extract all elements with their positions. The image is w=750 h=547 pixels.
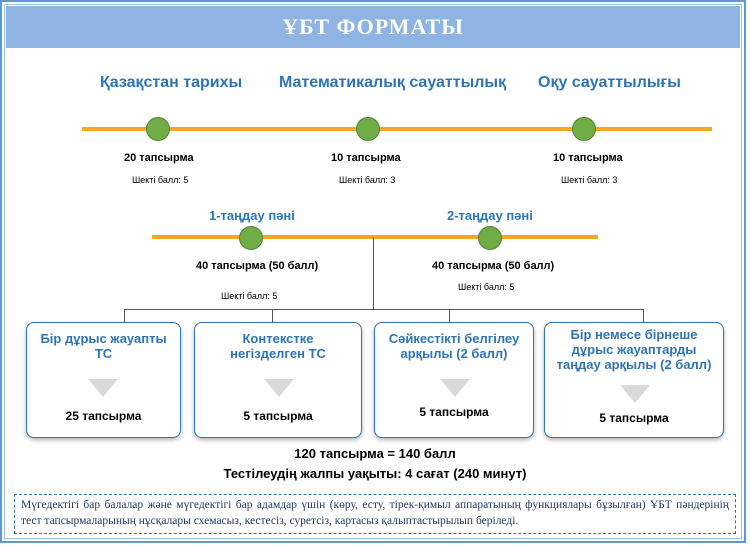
math-literacy-threshold: Шекті балл: 3 — [339, 175, 396, 185]
task-type-context-based: Контекстке негізделген ТС 5 тапсырма — [194, 322, 362, 438]
choice-1-tasks: 40 тапсырма (50 балл) — [196, 260, 319, 272]
connector-drop-3 — [449, 309, 450, 322]
down-triangle-icon — [440, 379, 470, 397]
node-reading-literacy — [572, 117, 596, 141]
node-choice-2 — [478, 226, 502, 250]
subject-history: Қазақстан тарихы — [100, 74, 243, 91]
connector-drop-2 — [272, 309, 273, 322]
timeline-mandatory — [82, 127, 712, 131]
history-tasks: 20 тапсырма — [124, 152, 194, 164]
timeline-electives — [152, 235, 598, 239]
task-type-title: Бір дұрыс жауапты ТС — [40, 331, 167, 361]
task-type-count: 25 тапсырма — [65, 409, 142, 423]
down-triangle-icon — [620, 385, 650, 403]
task-type-matching: Сәйкестікті белгілеу арқылы (2 балл) 5 т… — [374, 322, 534, 438]
total-score: 120 тапсырма = 140 балл — [294, 446, 456, 461]
total-time: Тестілеудің жалпы уақыты: 4 сағат (240 м… — [223, 466, 527, 481]
inner-frame — [4, 4, 742, 539]
history-threshold: Шекті балл: 5 — [132, 175, 189, 185]
connector-drop-1 — [124, 309, 125, 322]
subject-math-literacy: Математикалық сауаттылық — [279, 74, 507, 91]
accessibility-note: Мүгедектігі бар балалар және мүгедектігі… — [14, 494, 736, 534]
task-type-multiple-choice: Бір немесе бірнеше дұрыс жауаптарды таңд… — [544, 322, 724, 438]
task-type-title: Бір немесе бірнеше дұрыс жауаптарды таңд… — [556, 327, 712, 372]
task-type-count: 5 тапсырма — [419, 405, 489, 419]
reading-literacy-tasks: 10 тапсырма — [553, 152, 623, 164]
task-type-title: Сәйкестікті белгілеу арқылы (2 балл) — [388, 331, 520, 361]
task-type-title: Контекстке негізделген ТС — [230, 331, 326, 361]
reading-literacy-threshold: Шекті балл: 3 — [561, 175, 618, 185]
node-math-literacy — [356, 117, 380, 141]
node-history — [146, 117, 170, 141]
choice-2-label: 2-таңдау пәні — [447, 208, 533, 223]
subject-reading-literacy: Оқу сауаттылығы — [538, 74, 681, 91]
choice-1-label: 1-таңдау пәні — [209, 208, 295, 223]
choice-1-threshold: Шекті балл: 5 — [221, 291, 278, 301]
down-triangle-icon — [88, 379, 118, 397]
choice-2-tasks: 40 тапсырма (50 балл) — [432, 260, 555, 272]
node-choice-1 — [239, 226, 263, 250]
task-type-count: 5 тапсырма — [243, 409, 313, 423]
connector-trunk — [373, 237, 374, 309]
connector-drop-4 — [643, 309, 644, 322]
task-type-single-answer: Бір дұрыс жауапты ТС 25 тапсырма — [26, 322, 181, 438]
down-triangle-icon — [264, 379, 294, 397]
task-type-count: 5 тапсырма — [599, 411, 669, 425]
choice-2-threshold: Шекті балл: 5 — [458, 282, 515, 292]
connector-branch — [124, 309, 643, 310]
math-literacy-tasks: 10 тапсырма — [331, 152, 401, 164]
page-title: ҰБТ ФОРМАТЫ — [282, 14, 464, 39]
title-bar: ҰБТ ФОРМАТЫ — [6, 6, 740, 48]
